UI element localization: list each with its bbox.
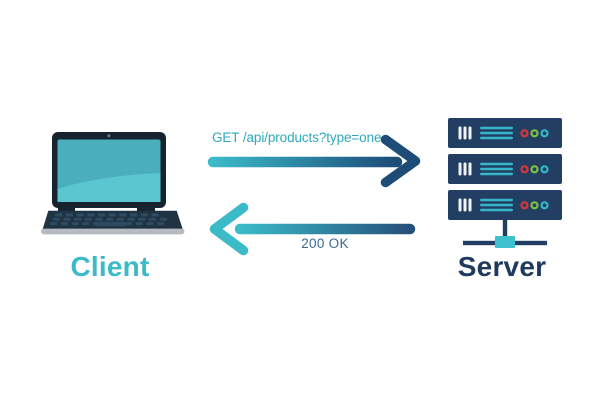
client-label: Client <box>70 251 150 282</box>
laptop-hinge-right <box>137 207 155 212</box>
request-arrow <box>207 134 421 188</box>
server-line-icon <box>480 203 513 207</box>
server-unit <box>448 190 562 220</box>
red-led-icon <box>520 201 529 210</box>
vent-bar-icon <box>458 126 462 140</box>
teal-led-icon <box>540 165 549 174</box>
server-network-stem <box>502 218 508 242</box>
server-line-icon <box>480 208 513 212</box>
vent-bar-icon <box>463 162 467 176</box>
teal-led-icon <box>540 201 549 210</box>
vent-bar-icon <box>463 198 467 212</box>
laptop-keys <box>50 213 167 226</box>
red-led-icon <box>520 129 529 138</box>
server-line-icon <box>480 198 513 202</box>
request-arrowhead-icon <box>380 134 421 188</box>
server-line-icon <box>480 172 513 176</box>
vent-bar-icon <box>463 126 467 140</box>
vent-bar-icon <box>468 126 472 140</box>
vent-bar-icon <box>458 162 462 176</box>
laptop-hinge-left <box>58 207 75 212</box>
response-arrowhead-icon <box>209 202 249 256</box>
laptop-base <box>41 228 185 235</box>
server-line-icon <box>480 167 513 171</box>
server-line-icon <box>480 136 513 140</box>
server-line-icon <box>480 162 513 166</box>
laptop-spacebar <box>96 221 126 227</box>
teal-led-icon <box>540 129 549 138</box>
response-arrow <box>209 202 416 256</box>
vent-bar-icon <box>458 198 462 212</box>
response-label: 200 OK <box>301 236 349 251</box>
laptop-icon <box>41 132 185 235</box>
server-unit <box>448 118 562 148</box>
server-units <box>448 118 562 220</box>
server-network-hub <box>495 236 515 248</box>
server-unit <box>448 154 562 184</box>
green-led-icon <box>530 129 539 138</box>
vent-bar-icon <box>468 162 472 176</box>
screen-highlight <box>57 173 161 202</box>
webcam-dot-icon <box>107 134 111 138</box>
green-led-icon <box>530 165 539 174</box>
server-line-icon <box>480 126 513 130</box>
server-label: Server <box>457 251 547 282</box>
green-led-icon <box>530 201 539 210</box>
vent-bar-icon <box>468 198 472 212</box>
request-label: GET /api/products?type=one <box>212 130 382 145</box>
red-led-icon <box>520 165 529 174</box>
server-icon <box>448 118 562 248</box>
server-line-icon <box>480 131 513 135</box>
